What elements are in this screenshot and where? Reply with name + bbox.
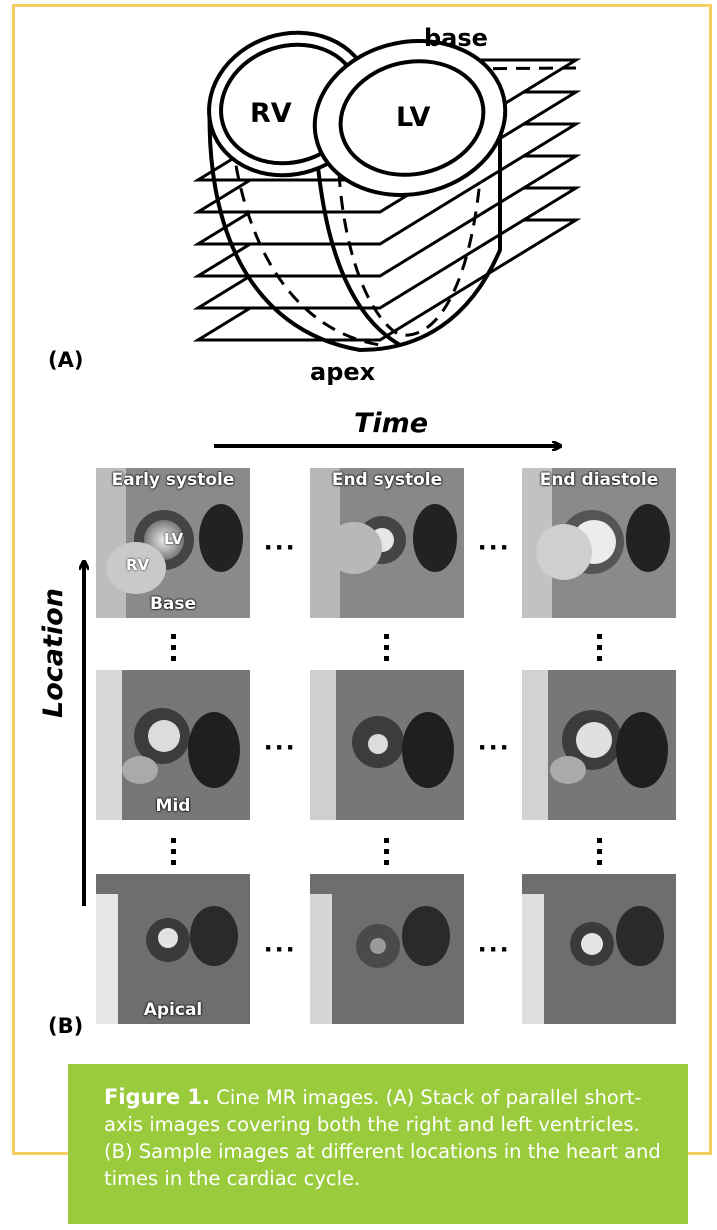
horizontal-ellipsis: ··· — [478, 731, 511, 764]
heart-slice-diagram — [192, 30, 582, 353]
vertical-ellipsis — [171, 838, 177, 871]
lv-image-label: LV — [164, 530, 184, 548]
mr-image-mid-early-systole: Mid — [96, 670, 250, 820]
row-label: Apical — [143, 1000, 203, 1020]
mr-image-base-end-diastole: End diastole — [522, 468, 676, 618]
column-header: End diastole — [539, 470, 659, 490]
time-axis-label: Time — [354, 408, 429, 439]
panel-a-label: (A) — [48, 348, 84, 372]
frame-edge — [12, 1152, 68, 1155]
frame-edge — [688, 1152, 712, 1155]
mr-image-apical-end-diastole — [522, 874, 676, 1024]
caption-title: Figure 1. — [104, 1085, 211, 1109]
figure-frame — [12, 4, 712, 1154]
rv-image-label: RV — [126, 556, 150, 574]
vertical-ellipsis — [384, 838, 390, 871]
base-label: base — [424, 24, 488, 52]
column-header: End systole — [331, 470, 443, 490]
vertical-ellipsis — [384, 634, 390, 667]
horizontal-ellipsis: ··· — [264, 731, 297, 764]
figure-caption: Figure 1. Cine MR images. (A) Stack of p… — [68, 1064, 688, 1224]
column-header: Early systole — [111, 470, 235, 490]
apex-label: apex — [310, 358, 376, 386]
vertical-ellipsis — [171, 634, 177, 667]
row-label: Mid — [155, 796, 191, 816]
rv-label: RV — [250, 98, 292, 129]
mr-image-base-end-systole: End systole — [310, 468, 464, 618]
mr-image-mid-end-systole — [310, 670, 464, 820]
lv-label: LV — [396, 102, 431, 133]
mr-image-apical-early-systole: Apical — [96, 874, 250, 1024]
vertical-ellipsis — [597, 838, 603, 871]
mr-image-mid-end-diastole — [522, 670, 676, 820]
horizontal-ellipsis: ··· — [478, 933, 511, 966]
row-label: Base — [149, 594, 197, 614]
mr-image-base-early-systole: Early systole LV RV Base — [96, 468, 250, 618]
caption-text: Cine MR images. (A) Stack of parallel sh… — [104, 1086, 661, 1190]
horizontal-ellipsis: ··· — [478, 531, 511, 564]
mr-image-apical-end-systole — [310, 874, 464, 1024]
horizontal-ellipsis: ··· — [264, 933, 297, 966]
panel-b-label: (B) — [48, 1014, 84, 1038]
vertical-ellipsis — [597, 634, 603, 667]
horizontal-ellipsis: ··· — [264, 531, 297, 564]
location-axis-label: Location — [38, 588, 69, 718]
